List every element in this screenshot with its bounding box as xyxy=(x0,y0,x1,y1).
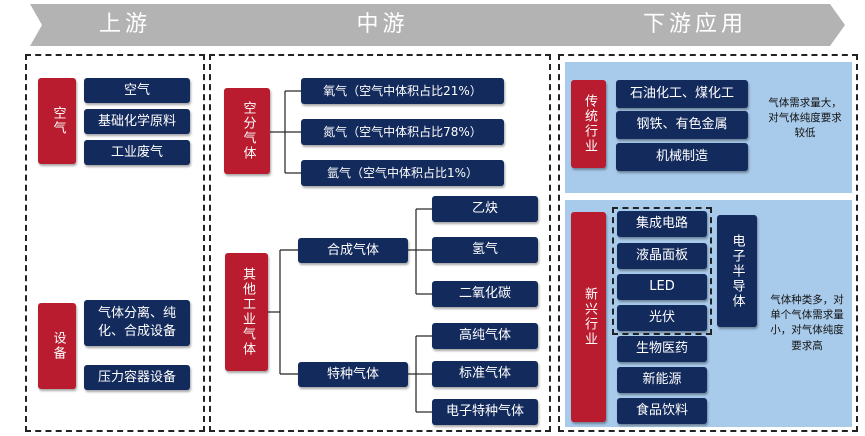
emerging-industry-note: 气体种类多，对单个气体需求量小，对气体纯度要求高 xyxy=(770,294,844,352)
midstream-air-separation-category: 空分气体 xyxy=(224,88,270,174)
special-gas-node: 特种气体 xyxy=(298,362,408,387)
synthetic-gas-node: 合成气体 xyxy=(298,238,408,263)
upstream-equipment-item: 气体分离、纯化、合成设备 xyxy=(84,300,190,346)
downstream-panel xyxy=(558,54,858,432)
chevron-shape-icon xyxy=(30,4,220,46)
upstream-panel xyxy=(25,54,205,432)
emerging-industry-item: 新能源 xyxy=(617,367,707,393)
emerging-industry-category: 新兴行业 xyxy=(571,212,606,422)
synthetic-gas-item: 二氧化碳 xyxy=(432,281,538,307)
semiconductor-item: 集成电路 xyxy=(617,211,707,237)
emerging-industry-item: 食品饮料 xyxy=(617,398,707,424)
semiconductor-item: 液晶面板 xyxy=(617,243,707,269)
semiconductor-item: LED xyxy=(617,274,707,300)
midstream-other-industrial-category: 其他工业气体 xyxy=(225,253,268,371)
header-midstream-label: 中游 xyxy=(356,12,409,37)
synthetic-gas-item: 氢气 xyxy=(432,237,538,263)
special-gas-item: 电子特种气体 xyxy=(432,399,538,425)
semiconductor-item: 光伏 xyxy=(617,305,707,331)
special-gas-item: 高纯气体 xyxy=(432,323,538,349)
traditional-industry-item: 石油化工、煤化工 xyxy=(616,80,748,108)
upstream-equipment-item: 压力容器设备 xyxy=(84,365,190,390)
semiconductor-group-outline xyxy=(612,207,712,335)
upstream-air-category: 空气 xyxy=(38,78,76,164)
upstream-air-item: 工业废气 xyxy=(84,140,190,165)
chevron-shape-icon xyxy=(200,4,565,46)
midstream-panel xyxy=(209,54,551,432)
air-separation-gas-item: 氧气（空气中体积占比21%） xyxy=(301,78,504,104)
traditional-industry-item: 机械制造 xyxy=(616,143,748,171)
traditional-industry-item: 钢铁、有色金属 xyxy=(616,111,748,139)
upstream-air-item: 基础化学原料 xyxy=(84,109,190,134)
header-upstream-chevron: 上游 xyxy=(30,4,220,46)
traditional-industry-category: 传统行业 xyxy=(571,80,606,168)
header-midstream-chevron: 中游 xyxy=(200,4,565,46)
chevron-shape-icon xyxy=(545,4,845,46)
traditional-industry-note: 气体需求量大，对气体纯度要求较低 xyxy=(768,97,842,140)
header-upstream-label: 上游 xyxy=(98,12,151,37)
upstream-air-item: 空气 xyxy=(84,78,190,103)
header-downstream-chevron: 下游应用 xyxy=(545,4,845,46)
special-gas-item: 标准气体 xyxy=(432,361,538,387)
synthetic-gas-item: 乙炔 xyxy=(432,196,538,222)
electronic-semiconductor-label: 电子半导体 xyxy=(717,215,757,327)
air-separation-gas-item: 氮气（空气中体积占比78%） xyxy=(301,119,504,145)
air-separation-gas-item: 氩气（空气中体积占比1%） xyxy=(301,160,504,186)
emerging-industry-item: 生物医药 xyxy=(617,336,707,362)
upstream-equipment-category: 设备 xyxy=(38,303,76,389)
header-downstream-label: 下游应用 xyxy=(642,12,747,37)
